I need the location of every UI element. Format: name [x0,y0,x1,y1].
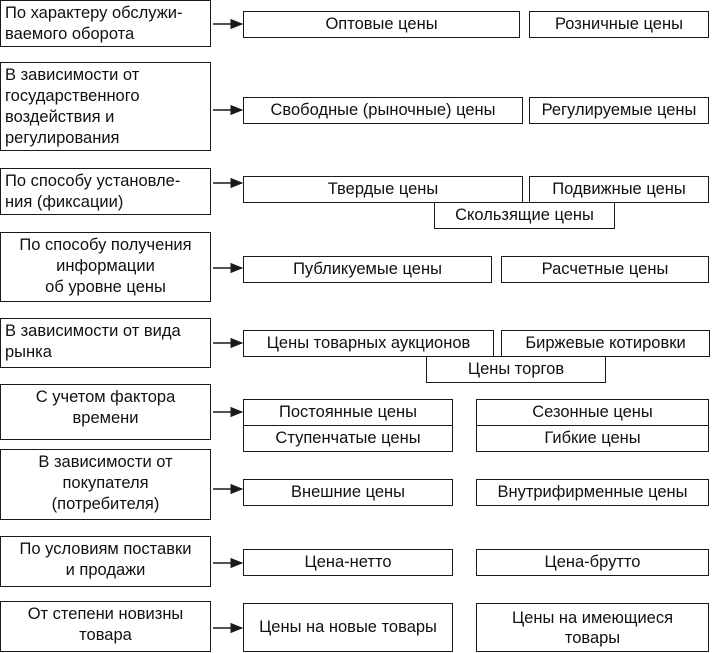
category-tender-prices: Цены торгов [426,356,606,383]
criterion-2-line-3: воздействия и [5,108,115,126]
category-fixed-prices: Твердые цены [243,176,523,203]
criterion-2-line-4: регулирования [5,129,120,147]
existing-goods-line-1: Цены на имеющиеся [511,608,674,627]
criterion-1-line-1: По характеру обслужи- [5,4,183,22]
category-variable-prices: Подвижные цены [529,176,709,203]
criterion-box-4: По способу получения информации об уровн… [0,232,211,302]
criterion-4-line-1: По способу получения [19,236,192,254]
category-regulated-prices: Регулируемые цены [529,97,709,124]
category-gross-price: Цена-брутто [476,549,709,576]
criterion-6-line-2: времени [72,409,139,427]
criterion-8-line-2: и продажи [65,561,146,579]
criterion-1-line-2: ваемого оборота [5,25,135,43]
category-retail-prices: Розничные цены [529,11,709,38]
category-new-goods-prices: Цены на новые товары [243,603,453,652]
criterion-8-line-1: По условиям поставки [19,540,192,558]
category-free-market-prices: Свободные (рыночные) цены [243,97,523,124]
criterion-2-line-1: В зависимости от [5,66,140,84]
criterion-9-line-2: товара [79,626,132,644]
criterion-box-9: От степени новизны товара [0,601,211,652]
category-seasonal-prices: Сезонные цены [476,399,709,426]
criterion-6-line-1: С учетом фактора [35,388,176,406]
category-stepped-prices: Ступенчатые цены [243,425,453,452]
criterion-9-line-1: От степени новизны [27,605,184,623]
criterion-box-7: В зависимости от покупателя (потребителя… [0,449,211,520]
category-net-price: Цена-нетто [243,549,453,576]
category-calculated-prices: Расчетные цены [501,256,709,283]
category-exchange-quotes: Биржевые котировки [501,330,710,357]
category-auction-prices: Цены товарных аукционов [243,330,494,357]
criterion-4-line-2: информации [56,257,155,275]
category-wholesale-prices: Оптовые цены [243,11,520,38]
criterion-box-1: По характеру обслужи- ваемого оборота [0,0,211,47]
criterion-3-line-1: По способу установле- [5,172,181,190]
criterion-4-line-3: об уровне цены [45,278,166,296]
criterion-box-5: В зависимости от вида рынка [0,318,211,368]
criterion-7-line-1: В зависимости от [38,453,173,471]
criterion-7-line-3: (потребителя) [51,495,160,513]
existing-goods-line-2: товары [564,628,621,647]
criterion-5-line-1: В зависимости от вида [5,322,181,340]
category-constant-prices: Постоянные цены [243,399,453,426]
criterion-7-line-2: покупателя [62,474,149,492]
criterion-box-8: По условиям поставки и продажи [0,536,211,587]
category-existing-goods-prices: Цены на имеющиеся товары [476,603,709,652]
category-flexible-prices: Гибкие цены [476,425,709,452]
criterion-box-2: В зависимости от государственного воздей… [0,62,211,151]
criterion-2-line-2: государственного [5,87,140,105]
criterion-box-6: С учетом фактора времени [0,384,211,440]
criterion-3-line-2: ния (фиксации) [5,193,124,211]
criterion-box-3: По способу установле- ния (фиксации) [0,168,211,215]
category-sliding-prices: Скользящие цены [434,202,615,229]
category-intrafirm-prices: Внутрифирменные цены [476,479,709,506]
category-published-prices: Публикуемые цены [243,256,492,283]
category-external-prices: Внешние цены [243,479,453,506]
criterion-5-line-2: рынка [5,343,52,361]
